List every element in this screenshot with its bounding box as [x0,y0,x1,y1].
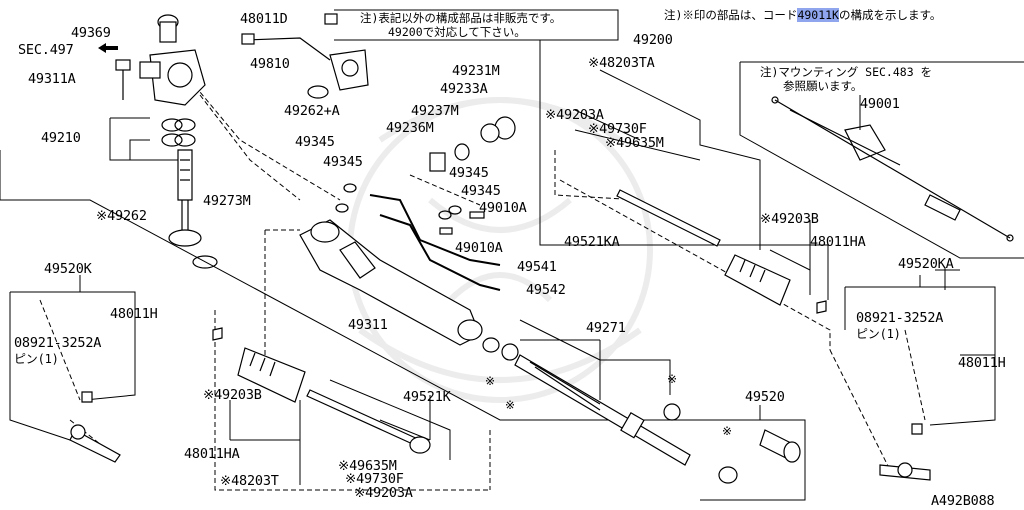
label-08921-right[interactable]: 08921-3252A [856,310,944,326]
label-49635M-bot[interactable]: ※49635M [338,458,397,474]
label-sec-497[interactable]: SEC.497 [18,42,74,58]
label-48203T[interactable]: ※48203T [220,473,279,489]
note-mount-line1: 注)マウンティング SEC.483 を [760,65,933,79]
label-49200[interactable]: 49200 [633,32,673,48]
part-seal-rings [161,118,196,147]
label-49520KA[interactable]: 49520KA [898,256,954,272]
diagram-code: A492B088 [931,493,995,509]
label-48011H-right[interactable]: 48011H [958,355,1006,371]
note-box-line1: 注)表記以外の構成部品は非販売です。 [360,11,562,25]
label-49203A-bot[interactable]: ※49203A [354,485,413,501]
label-49010A-b[interactable]: 49010A [455,240,503,256]
note-box [334,9,619,41]
part-hydraulic-lines [369,194,501,291]
label-49521K[interactable]: 49521K [403,389,451,405]
label-49730F-top[interactable]: ※49730F [588,121,647,137]
star-mark-4: ※ [722,424,732,438]
label-49203B-right[interactable]: ※49203B [760,211,819,227]
part-boots [237,254,791,403]
label-49311A[interactable]: 49311A [28,71,76,87]
label-49271[interactable]: 49271 [586,320,626,336]
part-tie-rod-ends [69,300,931,481]
star-mark-2: ※ [505,398,515,412]
label-49345-a[interactable]: 49345 [295,134,335,150]
part-49369-cap [157,14,179,43]
label-48203TA[interactable]: ※48203TA [588,55,655,71]
label-49237M[interactable]: 49237M [411,103,459,119]
label-49233A[interactable]: 49233A [440,81,488,97]
label-49010A-a[interactable]: 49010A [479,200,527,216]
part-49273M-oring [192,255,218,269]
label-pin-left: ピン(1) [14,352,59,366]
part-oil-seals [482,337,738,484]
note-suffix: の構成を示します。 [838,8,942,22]
note-prefix: 注)※印の部品は、コード [664,8,798,22]
label-49262A[interactable]: 49262+A [284,103,340,119]
label-49542[interactable]: 49542 [526,282,566,298]
part-washers [335,183,485,235]
label-49001[interactable]: 49001 [860,96,900,112]
label-pin-right: ピン(1) [856,327,901,341]
label-49541[interactable]: 49541 [517,259,557,275]
part-tie-rods [306,189,721,454]
label-49520K[interactable]: 49520K [44,261,92,277]
star-mark-3: ※ [667,372,677,386]
label-49311[interactable]: 49311 [348,317,388,333]
label-49236M[interactable]: 49236M [386,120,434,136]
assembly-49200-box [539,30,829,300]
note-top-right: 注)※印の部品は、コード49011Kの構成を示します。 [664,8,941,22]
part-valve-housing [139,49,206,106]
part-49520-bushing [759,429,801,463]
label-49810[interactable]: 49810 [250,56,290,72]
label-49262[interactable]: ※49262 [96,208,147,224]
part-49810-sensor [241,13,369,99]
part-49311A-bolt [115,59,131,100]
star-mark-1: ※ [485,374,495,388]
label-48011HA-right[interactable]: 48011HA [810,234,866,250]
label-49273M[interactable]: 49273M [203,193,251,209]
part-pinion-shaft [177,149,193,235]
part-49311-rack-housing [299,219,483,346]
label-49521KA[interactable]: 49521KA [564,234,620,250]
label-49203B-left[interactable]: ※49203B [203,387,262,403]
part-bushings [429,116,516,172]
label-48011D[interactable]: 48011D [240,11,288,27]
highlighted-code[interactable]: 49011K [797,8,839,22]
note-mount-line2: 参照願います。 [783,79,863,93]
label-49203A-top[interactable]: ※49203A [545,107,604,123]
part-49262-seal [168,229,202,247]
part-49271-rack [514,354,691,466]
label-49369[interactable]: 49369 [71,25,111,41]
arrow-left-icon [98,43,118,53]
label-49635M-top[interactable]: ※49635M [605,135,664,151]
label-08921-left[interactable]: 08921-3252A [14,335,102,351]
label-48011HA-left[interactable]: 48011HA [184,446,240,462]
label-48011H-left[interactable]: 48011H [110,306,158,322]
note-box-line2: 49200で対応して下さい。 [388,25,526,39]
label-49730F-bot[interactable]: ※49730F [345,471,404,487]
label-49210[interactable]: 49210 [41,130,81,146]
part-49001-assembly [771,96,1014,242]
label-49345-c[interactable]: 49345 [449,165,489,181]
label-49231M[interactable]: 49231M [452,63,500,79]
label-49345-b[interactable]: 49345 [323,154,363,170]
label-49345-d[interactable]: 49345 [461,183,501,199]
label-49520[interactable]: 49520 [745,389,785,405]
